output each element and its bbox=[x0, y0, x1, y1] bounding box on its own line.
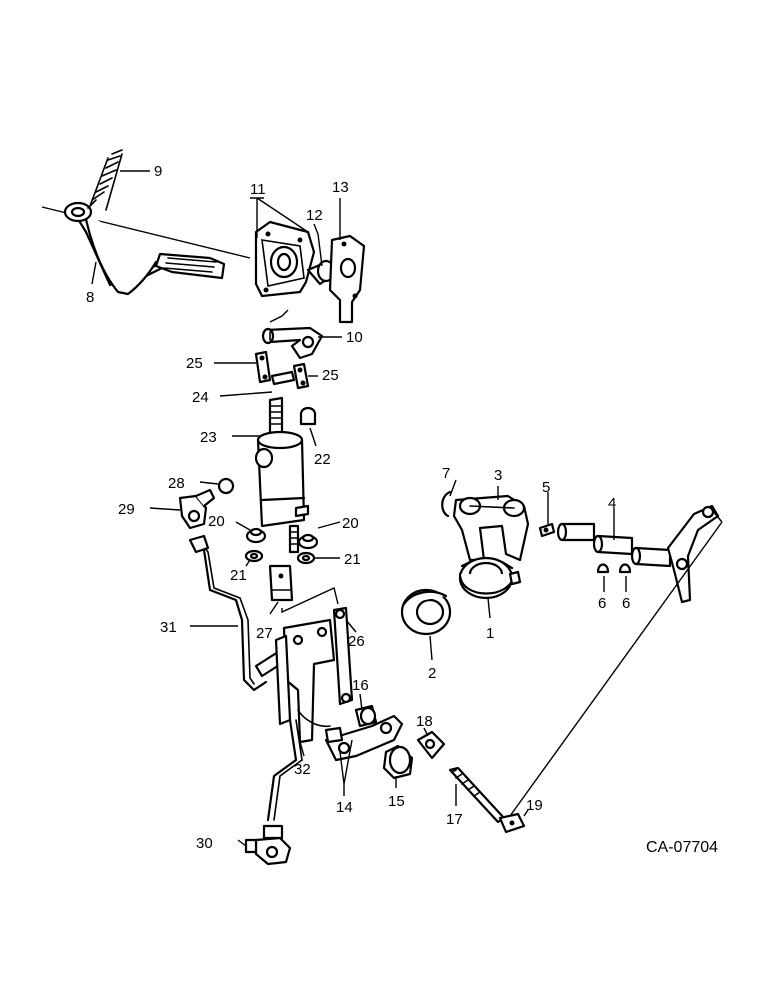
callout-27: 27 bbox=[256, 625, 273, 642]
woodruff-key-left bbox=[596, 563, 610, 574]
callout-24: 24 bbox=[192, 389, 209, 406]
callout-4: 4 bbox=[608, 495, 616, 512]
callout-8: 8 bbox=[86, 289, 94, 306]
brake-line-lower bbox=[262, 718, 303, 840]
callout-26: 26 bbox=[348, 633, 365, 650]
callout-6-right: 6 bbox=[622, 595, 630, 612]
release-fork bbox=[452, 494, 530, 562]
pin-fitting bbox=[270, 370, 296, 386]
callout-20-left: 20 bbox=[208, 513, 225, 530]
callout-12: 12 bbox=[306, 207, 323, 224]
callout-5: 5 bbox=[542, 479, 550, 496]
bearing-carrier bbox=[400, 588, 452, 636]
callout-11: 11 bbox=[250, 181, 266, 198]
callout-9: 9 bbox=[154, 163, 162, 180]
callout-22: 22 bbox=[314, 451, 331, 468]
snap-ring bbox=[441, 490, 452, 518]
mounting-bracket bbox=[274, 618, 336, 744]
clutch-lever bbox=[261, 326, 324, 360]
callout-17: 17 bbox=[446, 811, 463, 828]
master-cylinder bbox=[254, 396, 310, 554]
seal-right bbox=[297, 533, 319, 550]
rod-clevis-end bbox=[498, 812, 526, 834]
seal-left bbox=[245, 527, 267, 544]
callout-3: 3 bbox=[494, 467, 502, 484]
callout-16: 16 bbox=[352, 677, 369, 694]
callout-21-right: 21 bbox=[344, 551, 361, 568]
rod-end bbox=[268, 564, 294, 602]
link-plate-right bbox=[292, 362, 310, 390]
elbow-fitting-upper bbox=[178, 488, 216, 530]
elbow-fitting-lower bbox=[244, 836, 292, 866]
support-bracket bbox=[328, 234, 366, 324]
clutch-pedal bbox=[41, 201, 251, 296]
callout-28: 28 bbox=[168, 475, 185, 492]
callout-14: 14 bbox=[336, 799, 353, 816]
release-bellcrank bbox=[324, 714, 404, 762]
leader-lines bbox=[91, 170, 627, 847]
pedal-return-spring bbox=[87, 149, 123, 211]
callout-25-right: 25 bbox=[322, 367, 339, 384]
callout-20-right: 20 bbox=[342, 515, 359, 532]
drawing-number: CA-07704 bbox=[646, 839, 718, 856]
callout-1: 1 bbox=[486, 625, 494, 642]
callout-29: 29 bbox=[118, 501, 135, 518]
o-ring bbox=[217, 477, 235, 495]
pivot-bushing bbox=[382, 744, 414, 780]
callout-19: 19 bbox=[526, 797, 543, 814]
callout-13: 13 bbox=[332, 179, 349, 196]
washer-right bbox=[296, 551, 316, 565]
grease-fitting bbox=[538, 522, 556, 538]
connecting-link bbox=[332, 606, 354, 706]
reservoir-cap bbox=[299, 406, 317, 426]
spacer bbox=[354, 704, 378, 728]
link-plate-left bbox=[254, 350, 272, 384]
callout-23: 23 bbox=[200, 429, 217, 446]
callout-18: 18 bbox=[416, 713, 433, 730]
pedal-bracket bbox=[254, 220, 316, 298]
callout-21-left: 21 bbox=[230, 567, 247, 584]
callout-32: 32 bbox=[294, 761, 311, 778]
callout-15: 15 bbox=[388, 793, 405, 810]
callout-31: 31 bbox=[160, 619, 177, 636]
washer-left bbox=[244, 549, 264, 563]
callout-7: 7 bbox=[442, 465, 450, 482]
callout-25-left: 25 bbox=[186, 355, 203, 372]
throwout-bearing bbox=[458, 556, 522, 600]
callout-6-left: 6 bbox=[598, 595, 606, 612]
release-shaft bbox=[556, 522, 672, 568]
release-arm bbox=[666, 504, 723, 604]
callout-10: 10 bbox=[346, 329, 363, 346]
woodruff-key-right bbox=[618, 563, 632, 574]
callout-30: 30 bbox=[196, 835, 213, 852]
callout-2: 2 bbox=[428, 665, 436, 682]
clevis bbox=[416, 730, 446, 760]
